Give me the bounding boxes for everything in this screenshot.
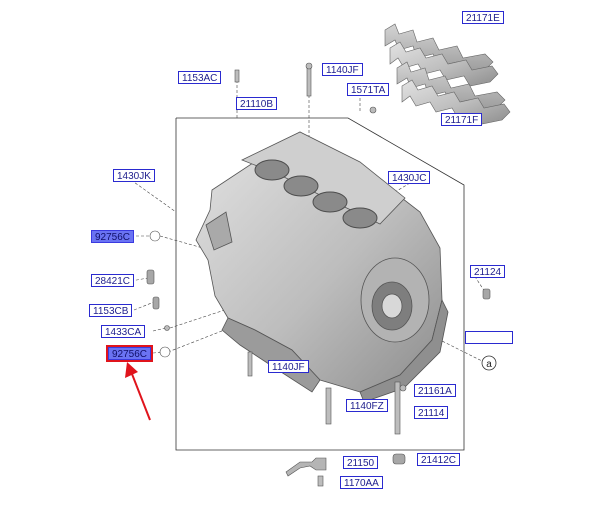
small-parts xyxy=(146,62,491,487)
part-label-21150[interactable]: 21150 xyxy=(343,456,379,469)
part-label-21110b[interactable]: 21110B xyxy=(236,97,277,110)
part-label-21171f[interactable]: 21171F xyxy=(441,113,483,126)
part-label-21124[interactable]: 21124 xyxy=(470,265,506,278)
rear-flange xyxy=(360,257,430,343)
cylinder-bores xyxy=(254,159,378,229)
part-label-92756c[interactable]: 92756C xyxy=(91,230,135,243)
assembly-frame xyxy=(175,117,465,451)
part-label-1153cb[interactable]: 1153CB xyxy=(89,304,133,317)
part-label-21412c[interactable]: 21412C xyxy=(417,453,461,466)
part-label-92756c[interactable]: 92756C xyxy=(105,345,154,362)
red-arrow-pointer xyxy=(125,362,151,421)
part-label-1433ca[interactable]: 1433CA xyxy=(101,325,146,338)
bearing-shells-upper xyxy=(384,23,499,87)
bearing-shells-lower xyxy=(396,61,511,125)
part-label-28421c[interactable]: 28421C xyxy=(91,274,135,287)
part-label-21171e[interactable]: 21171E xyxy=(462,11,504,24)
part-label-blank[interactable] xyxy=(465,331,513,344)
part-label-21161a[interactable]: 21161A xyxy=(414,384,456,397)
callout-letter: a xyxy=(486,359,492,370)
part-label-1140jf[interactable]: 1140JF xyxy=(322,63,363,76)
part-label-1153ac[interactable]: 1153AC xyxy=(178,71,222,84)
part-label-1140jf[interactable]: 1140JF xyxy=(268,360,309,373)
part-label-1170aa[interactable]: 1170AA xyxy=(340,476,383,489)
part-label-1430jc[interactable]: 1430JC xyxy=(388,171,431,184)
part-label-1430jk[interactable]: 1430JK xyxy=(113,169,155,182)
part-label-1140fz[interactable]: 1140FZ xyxy=(346,399,388,412)
part-label-1571ta[interactable]: 1571TA xyxy=(347,83,390,96)
callout-a: a xyxy=(481,355,497,371)
part-label-21114[interactable]: 21114 xyxy=(414,406,449,419)
